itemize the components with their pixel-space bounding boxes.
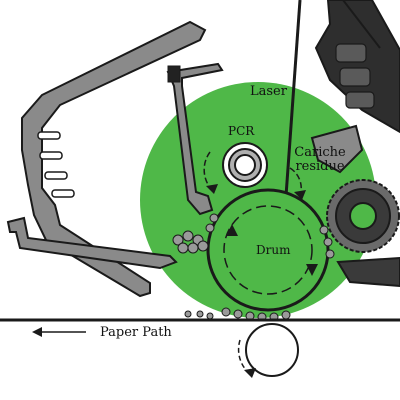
curved-arrow-icon <box>244 368 256 378</box>
residue-label: Cariche residue <box>294 145 346 175</box>
laser-beam <box>284 0 302 197</box>
housing-frame <box>21 20 207 298</box>
drum-label: Drum <box>256 243 291 257</box>
developer-roller-core <box>349 202 377 230</box>
drum-arrow-right-icon <box>306 264 318 276</box>
drum-rotation-path <box>223 205 313 295</box>
left-clip <box>6 216 178 270</box>
hopper-line <box>342 0 381 49</box>
pcr-label: PCR <box>228 124 255 138</box>
toner-residue <box>172 213 335 322</box>
lower-right-base <box>336 256 400 288</box>
left-arrow-icon <box>32 327 42 337</box>
toner-hopper <box>314 0 400 134</box>
bracket-clamp <box>167 65 181 83</box>
hopper-ribs <box>335 43 375 109</box>
laser-label: Laser <box>250 84 287 99</box>
pcr-roller-core <box>234 154 256 176</box>
doctor-blade <box>310 124 364 174</box>
transfer-roller <box>245 323 299 377</box>
pcr-arrow-icon <box>206 184 218 194</box>
frame-ribs <box>37 131 75 198</box>
paper-path-label: Paper Path <box>100 325 172 340</box>
drum-arrow-left-icon <box>226 224 238 236</box>
wiper-bracket <box>166 62 224 216</box>
residue-arrow-icon <box>294 190 306 200</box>
